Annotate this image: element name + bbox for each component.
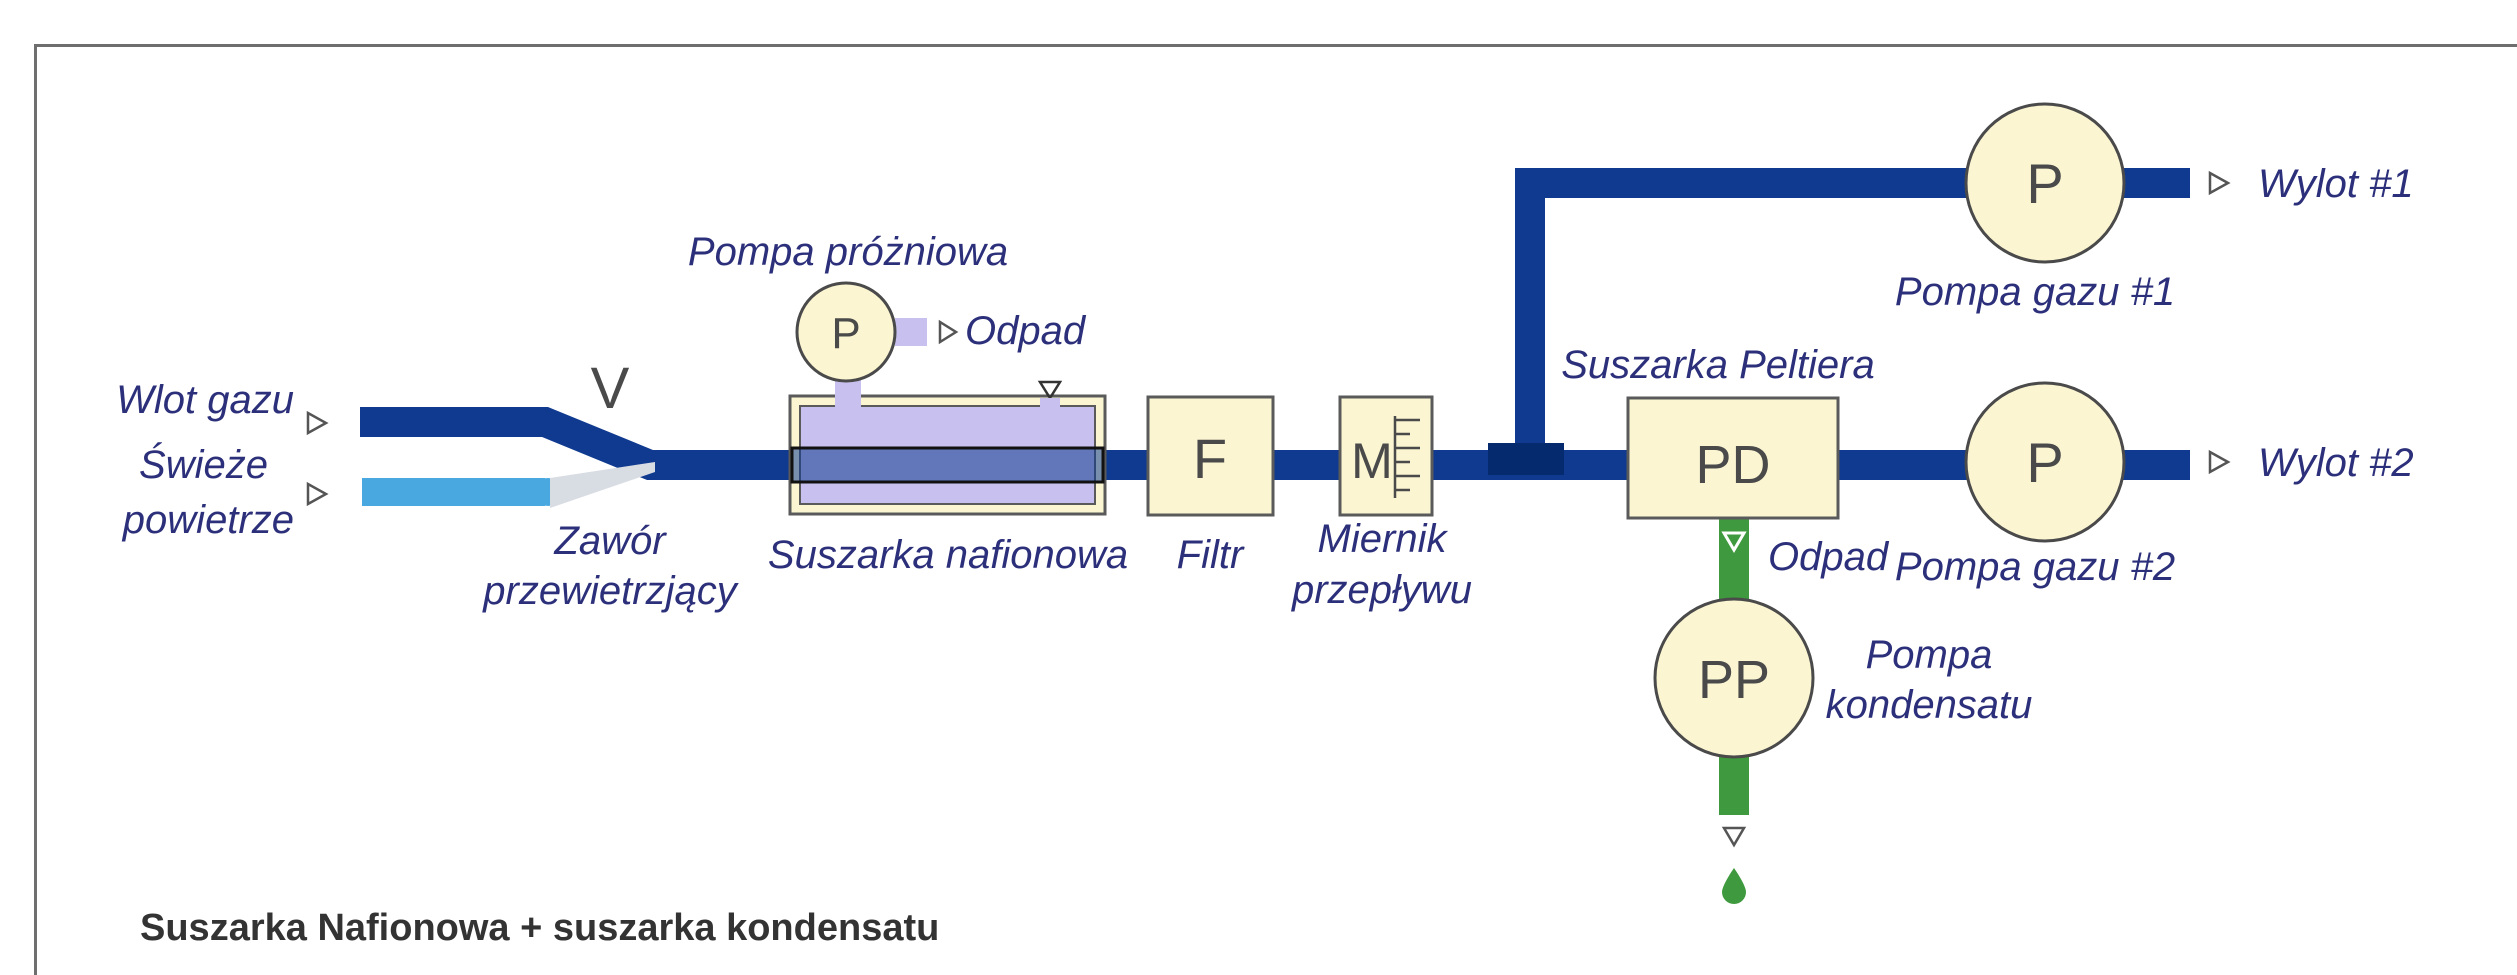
flowmeter-symbol: M bbox=[1351, 433, 1393, 489]
filter-box bbox=[1146, 395, 1275, 517]
flowmeter-box bbox=[1338, 395, 1434, 517]
condensate-drop-icon bbox=[1722, 868, 1746, 904]
gas-pump-2-symbol: P bbox=[2026, 431, 2063, 494]
label-outlet-2: Wylot #2 bbox=[2258, 441, 2414, 485]
gas-pump-1 bbox=[1964, 102, 2126, 264]
label-gas-pump-1: Pompa gazu #1 bbox=[1895, 270, 2175, 314]
peltier-waste-arrow-icon bbox=[1721, 531, 1747, 553]
vacuum-waste-arrow-icon bbox=[938, 319, 959, 345]
label-waste-top: Odpad bbox=[965, 309, 1087, 353]
filter-symbol: F bbox=[1193, 427, 1227, 490]
label-valve-line1: Zawór bbox=[553, 519, 667, 563]
label-nafion-dryer: Suszarka nafionowa bbox=[768, 533, 1128, 577]
gas-pump-2 bbox=[1964, 381, 2126, 543]
nafion-core bbox=[792, 448, 1103, 482]
vacuum-pump bbox=[795, 281, 897, 383]
label-flowmeter-line1: Miernik bbox=[1318, 517, 1449, 561]
nafion-vent-stub bbox=[1040, 398, 1060, 410]
flowmeter-scale bbox=[1393, 416, 1420, 498]
label-valve-line2: przewietrzjący bbox=[482, 569, 739, 613]
valve-symbol: V bbox=[591, 356, 630, 421]
gas-pump-1-symbol: P bbox=[2026, 152, 2063, 215]
peltier-dryer-box bbox=[1626, 396, 1840, 520]
condensate-pump bbox=[1653, 597, 1815, 759]
condensate-drain-arrow-icon bbox=[1721, 826, 1747, 848]
nafion-vent-marker bbox=[1037, 380, 1063, 401]
label-fresh-air-line2: powietrze bbox=[122, 498, 294, 542]
label-condensate-pump-line1: Pompa bbox=[1866, 633, 1993, 677]
label-flowmeter-line2: przepływu bbox=[1291, 568, 1472, 612]
vacuum-waste-stub bbox=[895, 318, 927, 346]
label-peltier-dryer: Suszarka Peltiera bbox=[1561, 343, 1874, 387]
label-waste-bottom: Odpad bbox=[1768, 535, 1890, 579]
label-filter: Filtr bbox=[1177, 533, 1245, 577]
inlet-gas-arrow-icon bbox=[306, 410, 329, 436]
fresh-air-arrow-icon bbox=[306, 481, 329, 507]
label-condensate-pump-line2: kondensatu bbox=[1826, 683, 2033, 727]
valve-funnel bbox=[550, 462, 655, 508]
vacuum-pump-symbol: P bbox=[831, 309, 860, 358]
label-inlet-gas: Wlot gazu bbox=[116, 378, 294, 422]
nafion-core-outline bbox=[790, 446, 1105, 484]
label-outlet-1: Wylot #1 bbox=[2258, 162, 2414, 206]
condensate-pump-symbol: PP bbox=[1698, 650, 1770, 710]
junction-block bbox=[1488, 443, 1564, 475]
label-vacuum-pump: Pompa próżniowa bbox=[688, 230, 1008, 274]
outlet-2-arrow-icon bbox=[2208, 449, 2231, 475]
outlet-1-arrow-icon bbox=[2208, 170, 2231, 196]
peltier-dryer-symbol: PD bbox=[1695, 435, 1770, 495]
label-gas-pump-2: Pompa gazu #2 bbox=[1895, 545, 2175, 589]
diagram-caption: Suszarka Nafionowa + suszarka kondensatu bbox=[140, 907, 939, 949]
label-fresh-air-line1: Świeże bbox=[139, 441, 268, 487]
